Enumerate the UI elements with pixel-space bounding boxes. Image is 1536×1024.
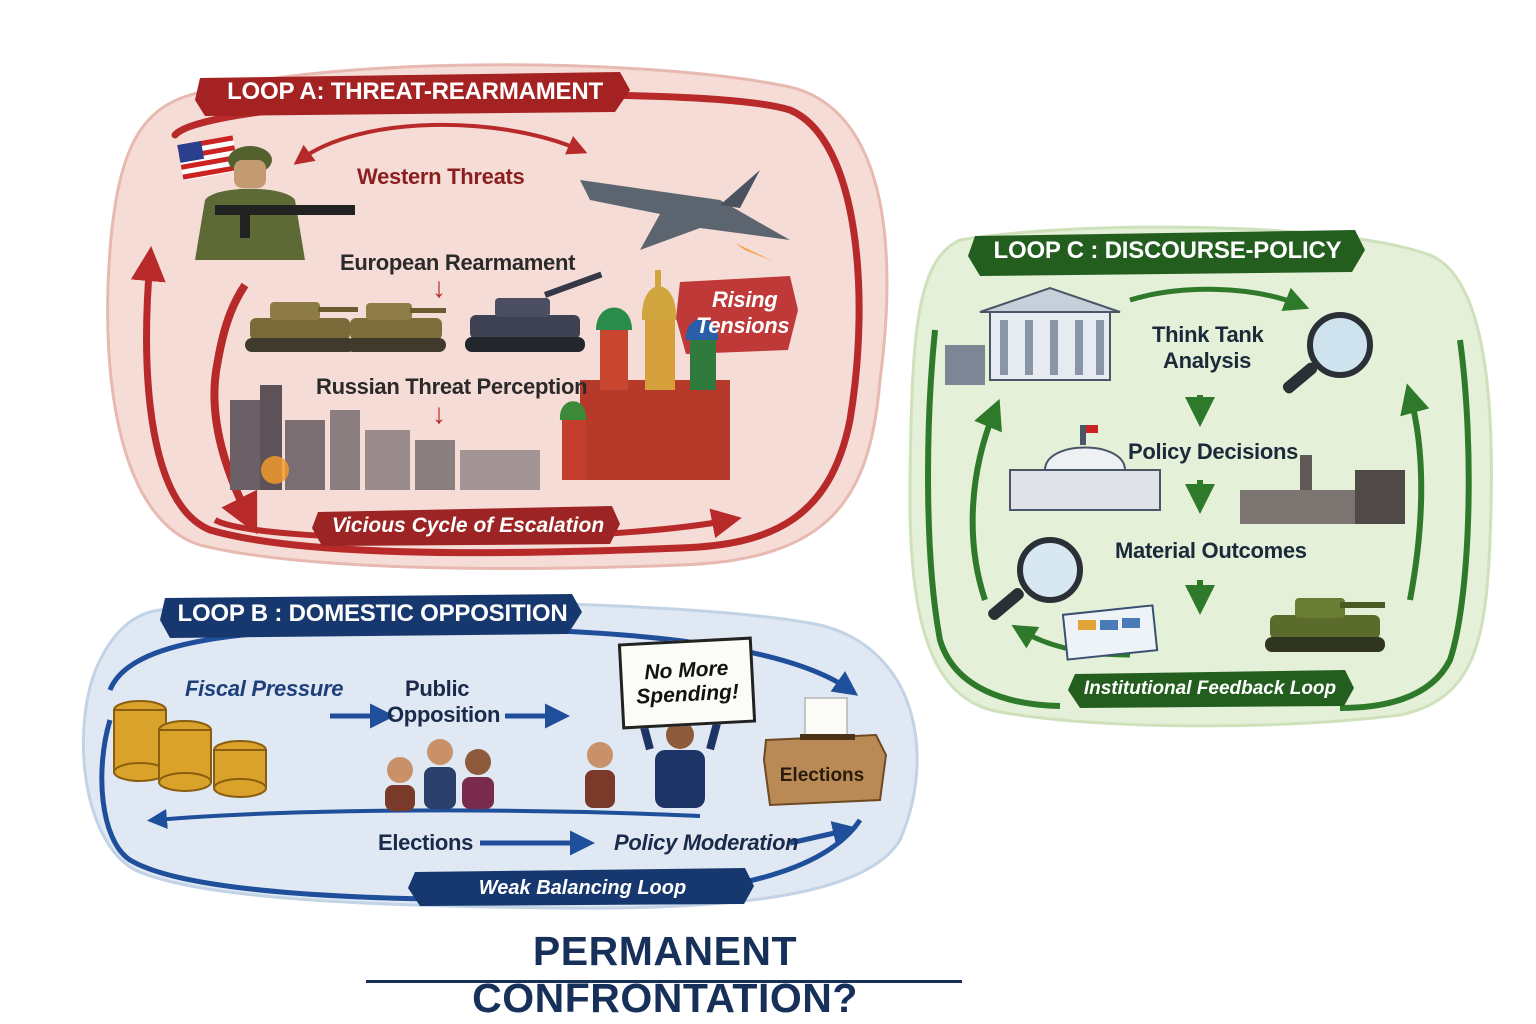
loop-b-title: LOOP B : DOMESTIC OPPOSITION: [177, 600, 568, 627]
title-underline: [366, 980, 962, 983]
western-threats-label: Western Threats: [357, 164, 525, 189]
loop-c-title-banner: LOOP C : DISCOURSE-POLICY: [975, 228, 1360, 274]
fiscal-pressure-label: Fiscal Pressure: [185, 676, 344, 701]
soldier-icon: [195, 146, 355, 260]
crowd-icon: [385, 704, 726, 811]
loop-b-footer-band: [408, 868, 754, 906]
ballot-box-label: Elections: [779, 765, 865, 786]
magnifying-glass-icon: [1282, 312, 1373, 394]
kremlin-cathedral-icon: [559, 270, 730, 480]
sign-line2: Spending!: [635, 680, 740, 709]
public-opposition-line1: Public: [405, 676, 470, 701]
coin-stacks-icon: [113, 700, 267, 798]
vicious-cycle-label: Vicious Cycle of Escalation: [331, 514, 605, 537]
fighter-jet-icon: [580, 170, 790, 262]
city-skyline-a: [230, 385, 540, 490]
think-tank-building-icon: [945, 286, 1121, 385]
capitol-building-icon: [1009, 425, 1161, 511]
material-outcomes-label: Material Outcomes: [1115, 538, 1307, 563]
loop-a-title: LOOP A: THREAT-REARMAMENT: [227, 78, 603, 105]
main-title: PERMANENT CONFRONTATION?: [472, 928, 858, 1021]
policy-moderation-label: Policy Moderation: [614, 830, 799, 855]
loop-a-title-banner: LOOP A: THREAT-REARMAMENT: [205, 70, 625, 114]
down-arrow-2: ↓: [432, 398, 446, 429]
tank-icon-3: [465, 271, 603, 352]
us-flag-icon: [177, 135, 239, 181]
down-arrow-1: ↓: [432, 272, 446, 303]
report-document-icon: [1061, 604, 1159, 661]
think-tank-line2: Analysis: [1163, 348, 1252, 373]
public-opposition-line2: Opposition: [387, 702, 501, 727]
elections-label: Elections: [378, 830, 474, 855]
rising-tensions-line1: Rising: [712, 287, 778, 312]
protest-sign: No More Spending!: [617, 636, 757, 730]
factory-icon: [1240, 455, 1405, 524]
tank-icon-1: [245, 302, 358, 352]
tank-icon-2: [346, 303, 446, 352]
european-rearmament-label: European Rearmament: [340, 250, 576, 275]
think-tank-line1: Think Tank: [1152, 322, 1264, 347]
policy-decisions-label: Policy Decisions: [1128, 439, 1299, 464]
weak-balancing-label: Weak Balancing Loop: [478, 876, 687, 899]
magnifying-glass-icon-2: [988, 537, 1083, 621]
loop-a-banner: [195, 72, 630, 116]
russian-threat-perception-label: Russian Threat Perception: [316, 374, 588, 399]
loop-c-banner: [968, 230, 1365, 276]
loop-b-banner: [160, 594, 582, 638]
ballot-box-icon: [762, 697, 888, 807]
loop-c-footer-band: [1068, 670, 1354, 708]
green-tank-icon: [1265, 598, 1385, 652]
institutional-feedback-label: Institutional Feedback Loop: [1083, 678, 1337, 699]
loop-b-title-banner: LOOP B : DOMESTIC OPPOSITION: [170, 592, 575, 636]
rising-tensions-line2: Tensions: [696, 313, 790, 338]
loop-a-footer-band: [312, 506, 620, 546]
loop-c-title: LOOP C : DISCOURSE-POLICY: [993, 237, 1342, 264]
